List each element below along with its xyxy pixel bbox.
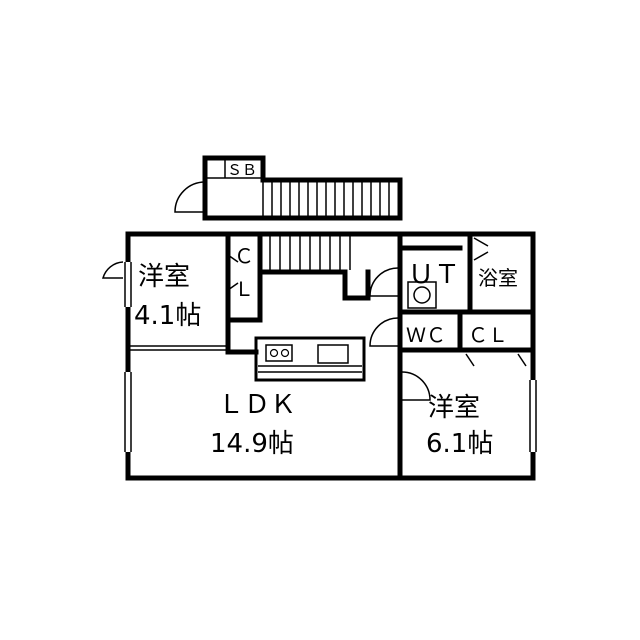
room-labels: 洋室 4.1帖 Ｃ Ｌ ＵＴ 浴室 ＷＣ ＣＬ ＬＤＫ 14.9帖 洋室 6.1… <box>134 244 518 459</box>
washer-icon <box>407 281 437 309</box>
room-b-name: 洋室 <box>428 393 480 423</box>
kitchen-counter <box>254 336 366 382</box>
stove-icon <box>265 344 293 362</box>
closet-c-label: Ｃ <box>234 244 254 268</box>
upper-door-swing <box>174 181 206 213</box>
sink-icon <box>317 344 349 364</box>
ldk-name: ＬＤＫ <box>218 390 296 420</box>
ut-label: ＵＴ <box>408 260 460 290</box>
ldk-size: 14.9帖 <box>210 429 294 459</box>
closet-l-label: Ｌ <box>234 277 254 301</box>
cl-label: ＣＬ <box>468 323 508 347</box>
wc-label: ＷＣ <box>406 323 446 347</box>
room-a-name: 洋室 <box>138 262 190 292</box>
bath-label: 浴室 <box>478 266 518 290</box>
interior-walls <box>130 231 536 481</box>
inner-stair-treads <box>269 236 351 270</box>
room-b-size: 6.1帖 <box>426 429 493 459</box>
upper-stair-block: ＳＢ <box>174 155 403 221</box>
room-a-size: 4.1帖 <box>134 301 201 331</box>
upper-stair-treads <box>262 180 390 216</box>
sb-label: ＳＢ <box>227 161 257 179</box>
